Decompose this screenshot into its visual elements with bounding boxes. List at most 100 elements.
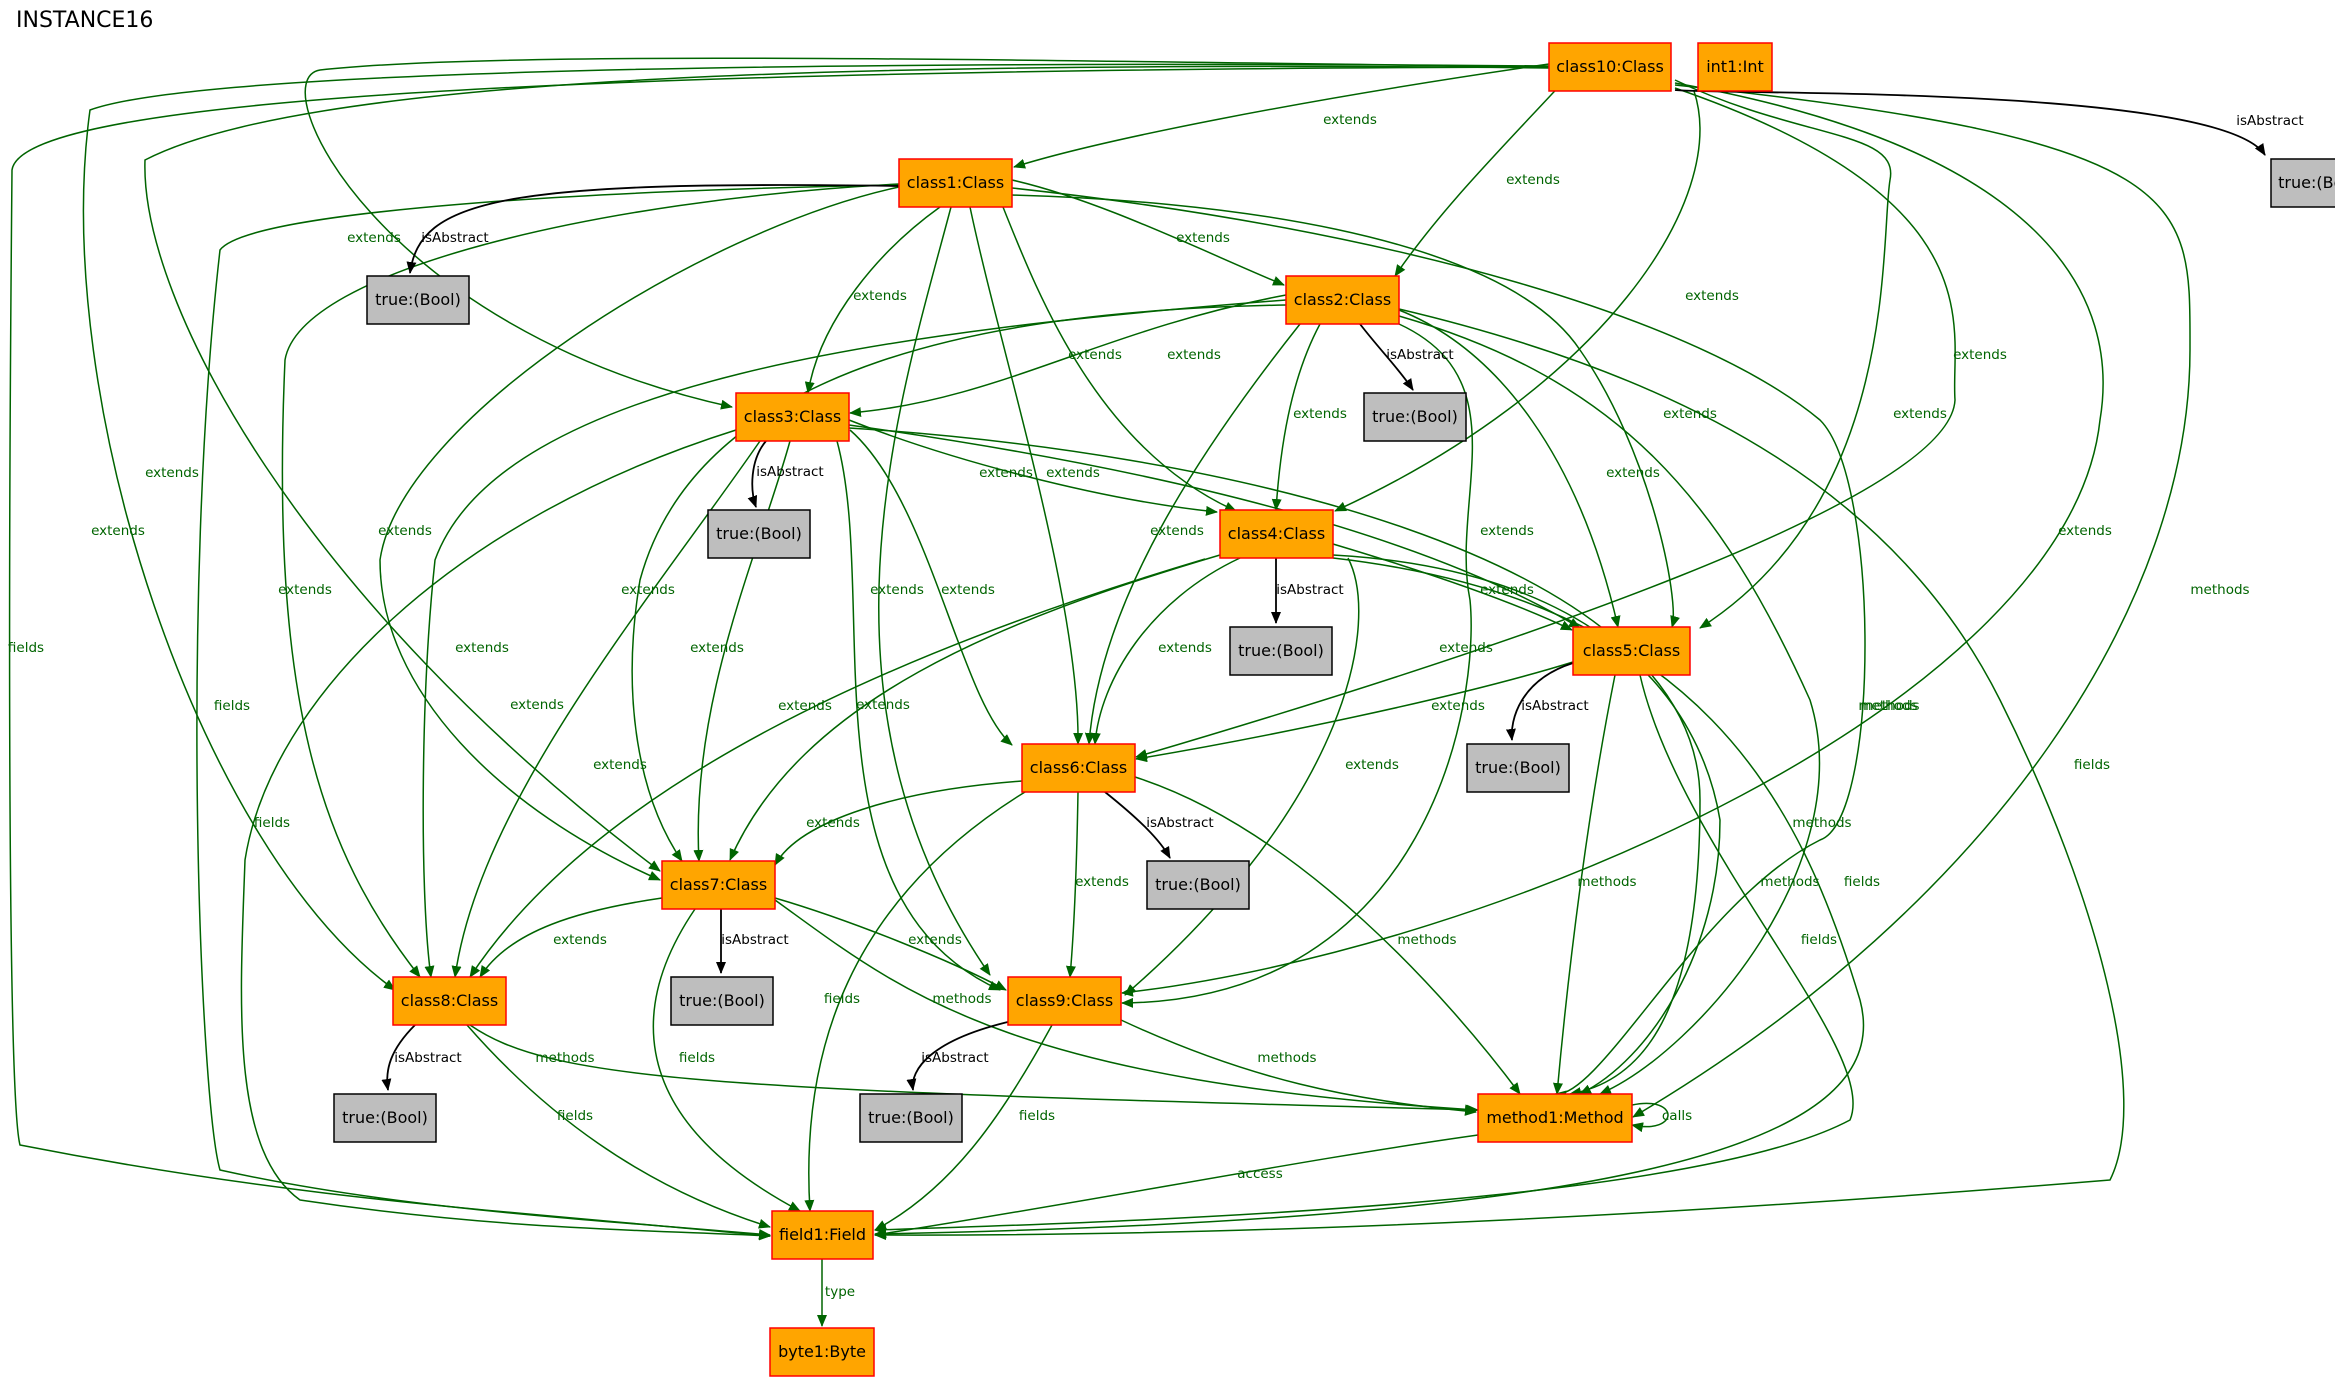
- node-class6[interactable]: class6:Class: [1021, 743, 1136, 793]
- edge-fields-32: [874, 308, 2125, 1241]
- edge-label-fields: fields: [214, 698, 250, 714]
- edge-extends-36: [849, 429, 1013, 746]
- edge-label-extends: extends: [1685, 288, 1739, 304]
- node-method1[interactable]: method1:Method: [1477, 1093, 1633, 1143]
- node-label: class6:Class: [1030, 758, 1127, 777]
- edge-label-extends: extends: [778, 698, 832, 714]
- edge-extends-60: [479, 897, 663, 978]
- edge-isAbstract-67: [381, 1024, 416, 1091]
- edge-label-extends: extends: [1167, 347, 1221, 363]
- edge-label-extends: extends: [1323, 112, 1377, 128]
- edge-methods-9: [1632, 84, 2191, 1118]
- node-class2[interactable]: class2:Class: [1285, 275, 1400, 325]
- bool-node[interactable]: true:(Bool): [859, 1093, 963, 1143]
- edge-label-extends: extends: [1176, 230, 1230, 246]
- edge-fields-49: [874, 557, 1865, 1239]
- edge-extends-16: [1011, 194, 1680, 628]
- node-int1[interactable]: int1:Int: [1697, 42, 1773, 92]
- node-byte1[interactable]: byte1:Byte: [769, 1327, 875, 1377]
- bool-node[interactable]: true:(Bool): [2270, 158, 2335, 208]
- edge-methods-68: [1120, 1019, 1477, 1116]
- edge-isAbstract-54: [1505, 662, 1574, 741]
- edge-label-isAbstract: isAbstract: [2236, 113, 2303, 129]
- edge-label-isAbstract: isAbstract: [1276, 582, 1343, 598]
- edge-methods-40: [848, 427, 1701, 1098]
- node-label: true:(Bool): [716, 524, 802, 543]
- edge-label-extends: extends: [278, 582, 332, 598]
- edge-isAbstract-59: [1104, 791, 1171, 859]
- node-class8[interactable]: class8:Class: [392, 976, 507, 1026]
- edge-label-fields: fields: [254, 815, 290, 831]
- node-class10[interactable]: class10:Class: [1548, 42, 1672, 92]
- edge-label-extends: extends: [91, 523, 145, 539]
- edge-methods-48: [1332, 554, 1721, 1095]
- edge-methods-65: [469, 1024, 1479, 1115]
- bool-node[interactable]: true:(Bool): [333, 1093, 437, 1143]
- node-class3[interactable]: class3:Class: [735, 392, 850, 442]
- edge-isAbstract-42: [747, 440, 767, 508]
- edge-label-methods: methods: [535, 1050, 594, 1066]
- node-box: [898, 158, 1013, 208]
- node-class5[interactable]: class5:Class: [1572, 626, 1691, 676]
- node-box: [1477, 1093, 1633, 1143]
- edge-label-extends: extends: [593, 757, 647, 773]
- node-label: true:(Bool): [2278, 173, 2335, 192]
- edge-isAbstract-70: [906, 1020, 1013, 1091]
- edge-extends-25: [1271, 323, 1321, 511]
- edge-extends-47: [1124, 557, 1360, 996]
- edge-label-extends: extends: [941, 582, 995, 598]
- node-label: class4:Class: [1228, 524, 1325, 543]
- node-label: class8:Class: [401, 991, 498, 1010]
- edge-label-extends: extends: [1068, 347, 1122, 363]
- edge-extends-15: [1002, 206, 1237, 512]
- node-label: class10:Class: [1556, 57, 1664, 76]
- node-field1[interactable]: field1:Field: [771, 1210, 874, 1260]
- bool-node[interactable]: true:(Bool): [1146, 860, 1250, 910]
- edge-methods-52: [1553, 674, 1616, 1095]
- node-class7[interactable]: class7:Class: [661, 860, 776, 910]
- bool-node[interactable]: true:(Bool): [670, 976, 774, 1026]
- edge-extends-13: [1011, 179, 1285, 286]
- edge-extends-56: [1065, 791, 1079, 978]
- node-box: [1007, 976, 1122, 1026]
- edge-label-extends: extends: [1150, 523, 1204, 539]
- edge-label-isAbstract: isAbstract: [421, 230, 488, 246]
- edge-fields-63: [652, 908, 801, 1212]
- edge-label-extends: extends: [553, 932, 607, 948]
- edge-extends-1: [1394, 79, 1566, 277]
- node-label: class7:Class: [670, 875, 767, 894]
- bool-node[interactable]: true:(Bool): [366, 275, 470, 325]
- edge-label-fields: fields: [1844, 874, 1880, 890]
- edge-fields-53: [874, 674, 1854, 1235]
- node-box: [735, 392, 850, 442]
- edge-extends-30: [1121, 323, 1474, 1008]
- bool-node[interactable]: true:(Bool): [1363, 392, 1467, 442]
- bool-node[interactable]: true:(Bool): [1229, 626, 1333, 676]
- bool-node[interactable]: true:(Bool): [707, 509, 811, 559]
- edge-extends-0: [1013, 63, 1550, 169]
- edge-label-extends: extends: [510, 697, 564, 713]
- edge-extends-61: [774, 897, 1007, 991]
- node-box: [859, 1093, 963, 1143]
- edge-methods-57: [1134, 776, 1521, 1095]
- node-label: class3:Class: [744, 407, 841, 426]
- node-box: [771, 1210, 874, 1260]
- node-class4[interactable]: class4:Class: [1219, 509, 1334, 559]
- edge-label-fields: fields: [679, 1050, 715, 1066]
- edge-methods-31: [1398, 315, 1821, 1095]
- edge-fields-58: [804, 791, 1026, 1212]
- edge-label-extends: extends: [1663, 406, 1717, 422]
- node-class9[interactable]: class9:Class: [1007, 976, 1122, 1026]
- node-label: true:(Bool): [1372, 407, 1458, 426]
- node-label: true:(Bool): [1475, 758, 1561, 777]
- edge-label-methods: methods: [932, 991, 991, 1007]
- bool-node[interactable]: true:(Bool): [1466, 743, 1570, 793]
- edge-fields-41: [240, 429, 771, 1241]
- node-label: true:(Bool): [342, 1108, 428, 1127]
- edge-label-extends: extends: [856, 697, 910, 713]
- node-label: class5:Class: [1583, 641, 1680, 660]
- node-box: [1548, 42, 1672, 92]
- edge-extends-46: [469, 558, 1206, 978]
- node-class1[interactable]: class1:Class: [898, 158, 1013, 208]
